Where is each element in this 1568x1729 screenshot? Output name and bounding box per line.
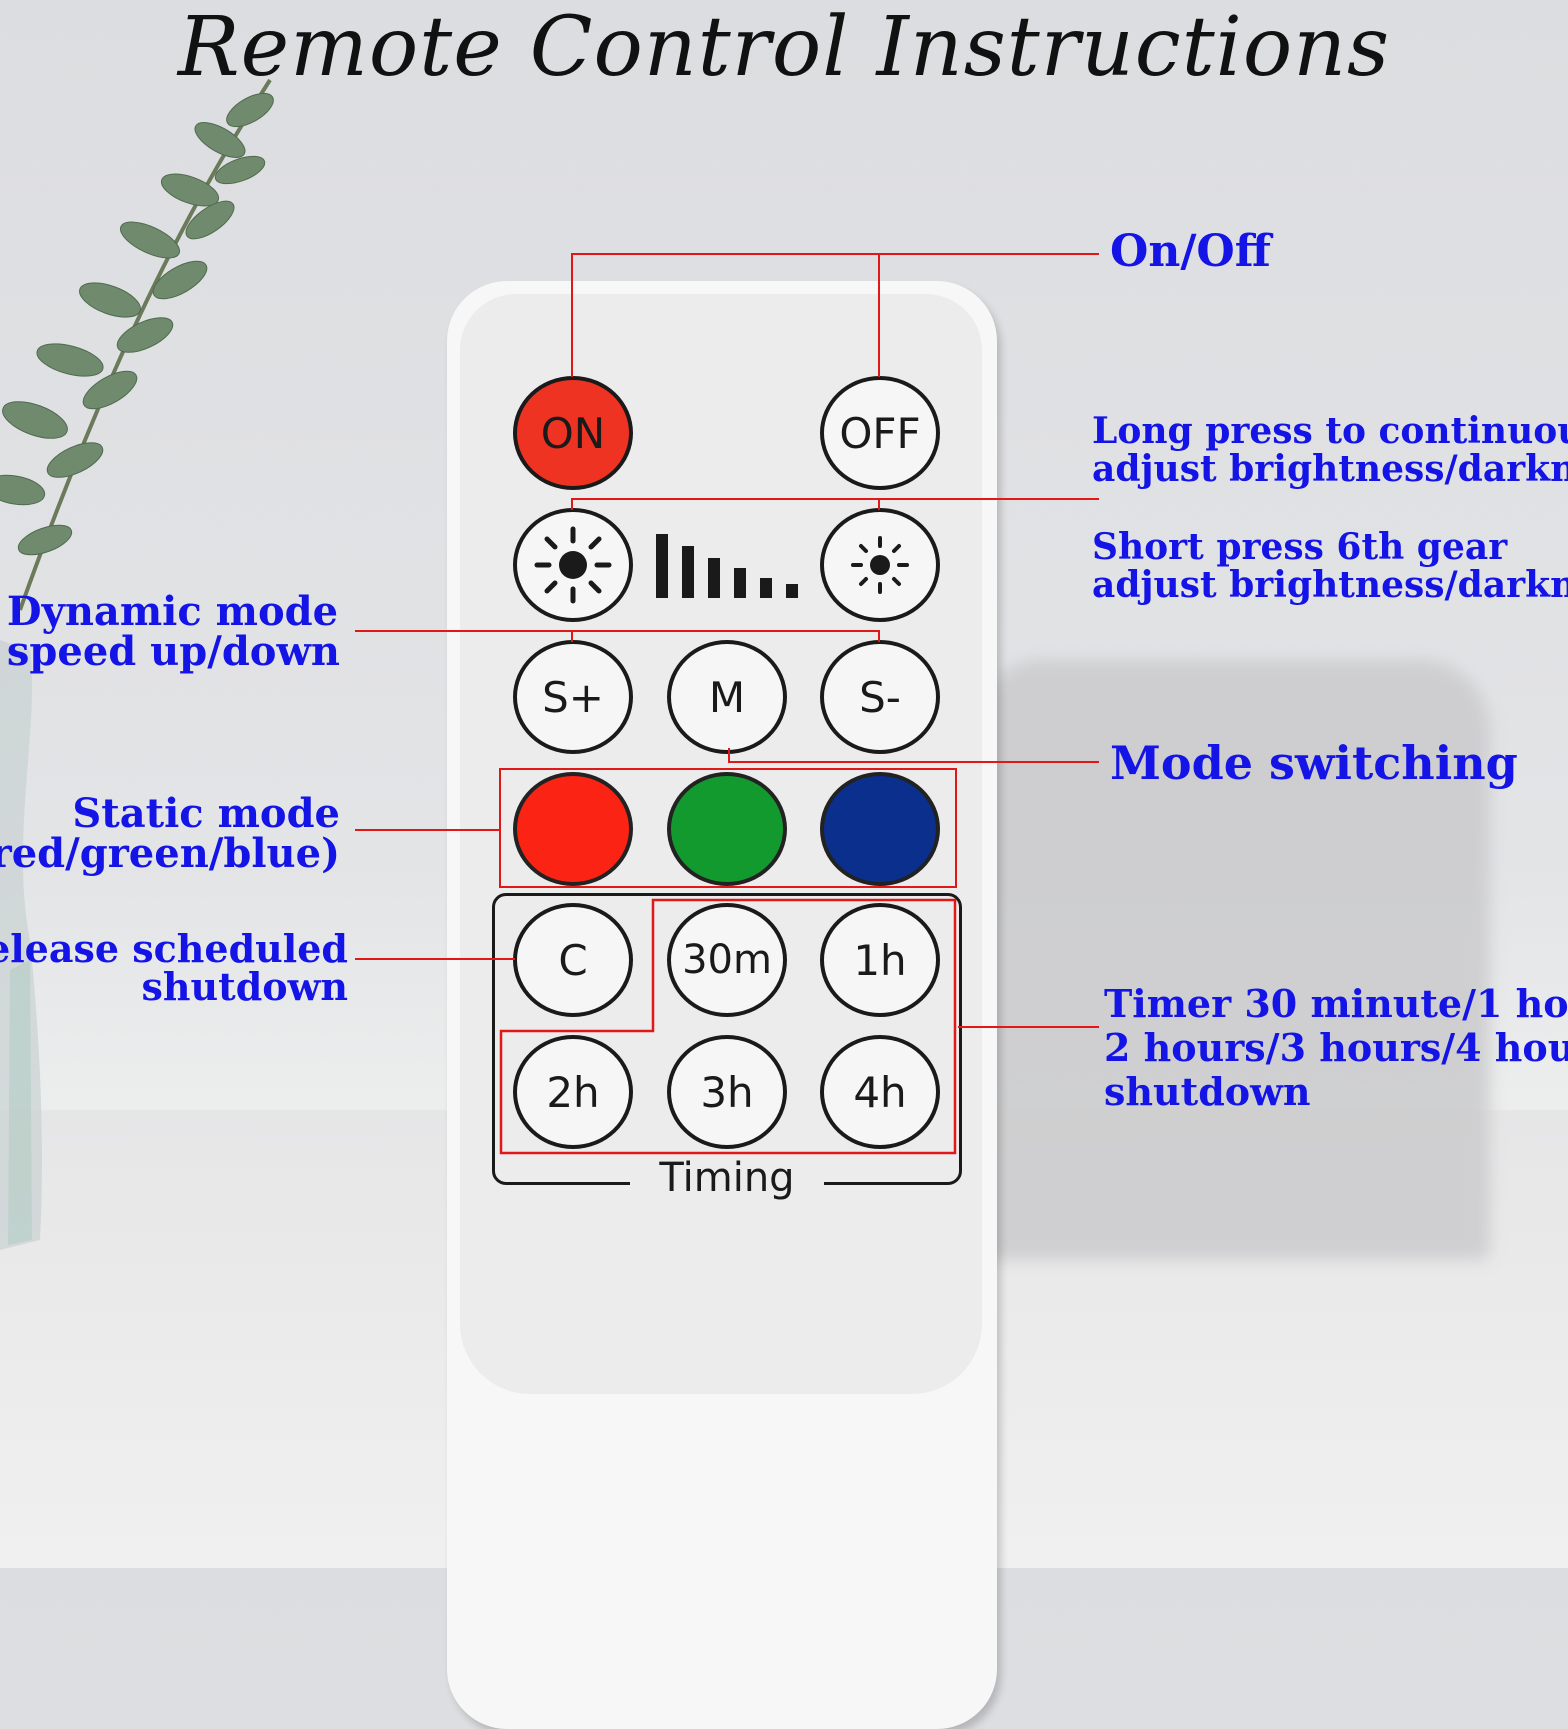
brightness-up-button[interactable] <box>513 508 633 622</box>
label-on-off: On/Off <box>1110 226 1271 277</box>
timer-2h-button[interactable]: 2h <box>513 1035 633 1149</box>
brightness-bars-icon <box>656 534 798 598</box>
leader-mode-drop <box>728 748 730 762</box>
timer-3h-button[interactable]: 3h <box>667 1035 787 1149</box>
timer-4h-button[interactable]: 4h <box>820 1035 940 1149</box>
static-mode-box <box>499 768 957 888</box>
label-long-press: Long press to continuously adjust bright… <box>1092 410 1568 490</box>
leader-bright-down-drop <box>878 498 880 510</box>
blue-color-button[interactable] <box>820 772 940 886</box>
mode-button[interactable]: M <box>667 640 787 754</box>
leader-static <box>355 829 500 831</box>
speed-up-button[interactable]: S+ <box>513 640 633 754</box>
glass-vase <box>0 640 42 1250</box>
leader-timer <box>958 1026 1099 1028</box>
leader-release <box>355 958 515 960</box>
timing-label: Timing <box>630 1155 824 1201</box>
brightness-down-icon <box>851 536 909 594</box>
off-button[interactable]: OFF <box>820 376 940 490</box>
leader-splus-drop <box>571 630 573 642</box>
on-button[interactable]: ON <box>513 376 633 490</box>
timer-outline <box>499 898 957 1155</box>
label-timer: Timer 30 minute/1 hour/ 2 hours/3 hours/… <box>1104 981 1568 1114</box>
label-short-press: Short press 6th gear adjust brightness/d… <box>1092 526 1568 606</box>
brightness-up-icon <box>534 526 612 604</box>
page-title: Remote Control Instructions <box>177 0 1391 95</box>
leader-on-off <box>571 253 1099 255</box>
remote-shadow <box>980 660 1490 1260</box>
leader-on-drop <box>571 253 573 377</box>
leader-sminus-drop <box>878 630 880 642</box>
label-release-shutdown: Release scheduled shutdown <box>0 926 348 1009</box>
leader-off-drop <box>878 253 880 377</box>
speed-down-button[interactable]: S- <box>820 640 940 754</box>
timer-30m-button[interactable]: 30m <box>667 903 787 1017</box>
leader-bright-up-drop <box>571 498 573 510</box>
red-color-button[interactable] <box>513 772 633 886</box>
label-mode-switching: Mode switching <box>1110 736 1518 790</box>
green-color-button[interactable] <box>667 772 787 886</box>
timer-1h-button[interactable]: 1h <box>820 903 940 1017</box>
leader-dynamic <box>355 630 880 632</box>
eucalyptus-plant <box>0 78 274 611</box>
label-static-mode: Static mode (red/green/blue) <box>0 790 340 877</box>
leader-brightness <box>571 498 1099 500</box>
brightness-down-button[interactable] <box>820 508 940 622</box>
leader-mode <box>728 761 1099 763</box>
label-dynamic-mode: Dynamic mode speed up/down <box>6 588 340 675</box>
clear-timer-button[interactable]: C <box>513 903 633 1017</box>
